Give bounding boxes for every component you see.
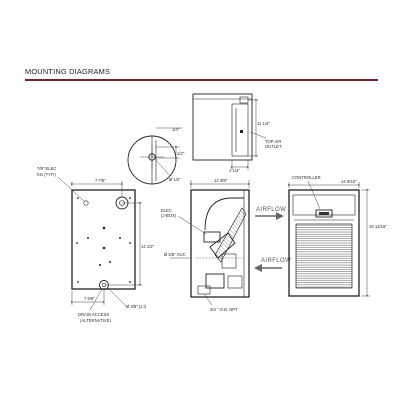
- side-component: [221, 253, 237, 269]
- rear-view-outline: [71, 189, 136, 290]
- side-view-outline: [190, 189, 250, 298]
- front-view: CONTROLLER 14 9/16" 19 13/16": [288, 175, 387, 297]
- knockout-detail: 1/4" 1/2" Ø 1/2": [127, 127, 185, 185]
- airflow-arrow-bottom: [254, 264, 262, 272]
- label-knockout: 7/8" ELEC: [37, 166, 56, 171]
- npt-fitting: [197, 285, 211, 295]
- outlet-marker: [240, 130, 243, 133]
- drain-pan: [205, 273, 225, 289]
- top-view: 11 1/4" TOP AIR OUTLET 1 1/4": [192, 93, 282, 173]
- dim-detail-mid: 1/2": [177, 151, 185, 156]
- dim-rear-width-upper: 7 7/8": [95, 178, 106, 183]
- title-rule: [25, 79, 378, 81]
- dim-rear-width-lower: 7 5/8": [84, 296, 95, 301]
- dim-outlet-offset: 1 1/4": [229, 168, 240, 173]
- top-air-outlet: [231, 103, 249, 157]
- dim-drain-diameter: Ø 3/8" (J.I): [126, 304, 147, 309]
- dim-suction: Ø 5/8" SUC: [164, 252, 186, 257]
- dim-front-height: 19 13/16": [369, 224, 387, 229]
- page-title: MOUNTING DIAGRAMS: [25, 67, 111, 76]
- front-view-outline: [288, 189, 360, 297]
- airflow-arrow-top: [276, 212, 284, 220]
- label-drain-access: DRAIN ACCESS: [78, 312, 109, 317]
- dim-side-width: 12 3/8": [214, 178, 228, 183]
- evaporator-coil: [214, 207, 247, 263]
- blower-housing: [209, 232, 236, 259]
- airflow-label-bottom: AIRFLOW: [261, 258, 291, 264]
- label-j-box: (J-BOX): [161, 213, 177, 218]
- dim-rear-height: 14 1/2": [141, 244, 155, 249]
- side-view: 12 3/8" ELEC (J-BOX) Ø 5/8" SUC 3/4 " O.…: [161, 178, 291, 312]
- label-controller: CONTROLLER: [292, 175, 321, 180]
- dim-detail-hole: Ø 1/2": [169, 177, 181, 182]
- side-bottom-part: [227, 275, 243, 289]
- top-view-tab: [239, 96, 249, 104]
- airflow-label-top: AIRFLOW: [256, 207, 286, 213]
- label-elec: ELEC: [161, 208, 172, 213]
- dim-front-width: 14 9/16": [341, 179, 357, 184]
- controller: [315, 209, 333, 218]
- label-knockout-typ: KO (TYP.): [37, 172, 56, 177]
- rear-view: 7/8" ELEC KO (TYP.) 7 7/8" 14 1/2" 7 5/8…: [37, 166, 155, 323]
- elec-j-box: [203, 231, 221, 243]
- label-top-air: TOP AIR: [265, 139, 281, 144]
- return-grille: [295, 223, 353, 289]
- top-view-outline: [192, 93, 253, 161]
- label-drain-alt: (ALTERNATIVE): [80, 318, 111, 323]
- dim-detail-top: 1/4": [172, 127, 180, 132]
- dim-top-depth: 11 1/4": [257, 121, 270, 126]
- label-outlet: OUTLET: [265, 144, 282, 149]
- rear-knockout-left: [83, 200, 89, 206]
- label-npt: 3/4 " O.D. NPT: [210, 307, 238, 312]
